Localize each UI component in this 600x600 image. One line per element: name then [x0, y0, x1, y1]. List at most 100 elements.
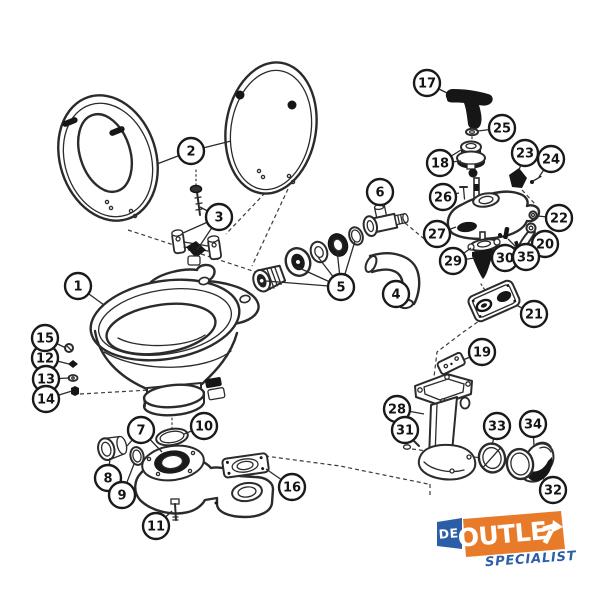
callout-number: 34 [524, 418, 542, 433]
joker-valve [467, 231, 501, 279]
callout-26: 26 [428, 182, 460, 212]
logo: DE OUTLE SPECIALIST [437, 511, 577, 570]
pump-base [414, 373, 477, 481]
logo-blue-box [437, 518, 462, 549]
callout-number: 33 [488, 420, 506, 435]
end-cap-8 [97, 435, 128, 462]
callout-balloon [365, 177, 395, 207]
pump-head [446, 190, 541, 241]
callout-number: 14 [37, 393, 55, 408]
callout-number: 24 [542, 153, 560, 168]
outlet-seal-33 [477, 442, 507, 474]
mounting-bracket-19 [436, 351, 466, 375]
callout-13: 13 [31, 364, 71, 394]
callout-2: 2 [156, 136, 232, 166]
callout-7: 7 [126, 415, 163, 453]
callout-21: 21 [515, 299, 549, 329]
callout-number: 6 [375, 186, 384, 201]
callout-18: 18 [425, 148, 462, 178]
callout-number: 22 [550, 212, 568, 227]
seat-bumper [62, 117, 78, 127]
callout-17: 17 [412, 68, 448, 98]
callout-balloon [438, 246, 468, 276]
callout-number: 26 [434, 191, 452, 206]
outlet-elbow [505, 441, 555, 483]
small-screw-24 [530, 175, 542, 184]
callout-28: 28 [382, 394, 425, 424]
callout-22: 22 [536, 203, 574, 233]
callout-balloon [326, 272, 356, 302]
callout-balloon [467, 337, 497, 367]
callout-balloon [422, 219, 452, 249]
callout-balloon [63, 271, 93, 301]
callout-number: 1 [73, 280, 82, 295]
callout-35: 35 [507, 238, 541, 272]
callout-number: 8 [103, 472, 112, 487]
callout-balloon [425, 148, 455, 178]
callout-balloon [277, 472, 307, 502]
base-assembly [97, 427, 275, 521]
o-ring-22 [528, 210, 538, 220]
callout-27: 27 [422, 219, 457, 249]
callout-balloon [482, 411, 512, 441]
nut-14 [71, 386, 79, 396]
callout-balloon [536, 144, 566, 174]
callout-10: 10 [183, 411, 219, 441]
callout-number: 2 [186, 145, 195, 160]
callout-number: 9 [117, 489, 126, 504]
handle-washer [465, 127, 479, 137]
toilet-bowl [89, 263, 260, 417]
callout-11: 11 [141, 510, 173, 541]
callout-number: 17 [418, 77, 436, 92]
o-ring-10 [155, 427, 189, 447]
logo-orange-box [463, 511, 565, 557]
callout-number: 28 [388, 403, 406, 418]
callout-number: 21 [525, 308, 543, 323]
callout-balloon [511, 242, 541, 272]
callout-number: 12 [36, 352, 54, 367]
callout-29: 29 [438, 246, 476, 276]
nut-12 [68, 360, 78, 368]
base-bolt-11 [170, 498, 180, 521]
small-screw-26 [459, 186, 468, 200]
callout-number: 16 [283, 481, 301, 496]
callout-balloon [141, 511, 171, 541]
callout-16: 16 [265, 468, 307, 502]
callout-balloon [390, 415, 420, 445]
callout-24: 24 [536, 144, 566, 178]
callout-number: 30 [496, 252, 514, 267]
callout-balloon [176, 136, 206, 166]
lid-bumper [235, 90, 245, 100]
callout-number: 4 [391, 288, 400, 303]
lid-bumper [287, 100, 297, 110]
logo-suffix: SPECIALIST [485, 549, 578, 570]
callout-balloon [428, 182, 458, 212]
callout-number: 32 [544, 484, 562, 499]
callout-31: 31 [390, 415, 420, 445]
callout-balloon [538, 475, 568, 505]
callout-5: 5 [265, 240, 356, 302]
callout-balloon [518, 409, 548, 439]
callout-number: 23 [516, 147, 534, 162]
callout-19: 19 [462, 337, 497, 367]
o-ring-9 [129, 446, 145, 466]
callout-balloon [381, 279, 411, 309]
callout-number: 27 [428, 228, 446, 243]
callout-9: 9 [107, 463, 137, 510]
piston-cap-assembly [456, 140, 486, 178]
toilet-lid [224, 61, 318, 195]
valve-cover-16 [221, 452, 270, 479]
callout-number: 29 [444, 255, 462, 270]
hinge-assembly [171, 229, 222, 266]
callout-balloon [510, 138, 540, 168]
discharge-clip [205, 377, 226, 401]
callout-number: 3 [214, 211, 223, 226]
logo-prefix: DE [438, 525, 459, 541]
callout-number: 11 [147, 520, 165, 535]
callout-balloon [30, 323, 60, 353]
callout-number: 7 [136, 424, 145, 439]
arrow-t-icon [542, 520, 563, 545]
callout-balloon [519, 299, 549, 329]
